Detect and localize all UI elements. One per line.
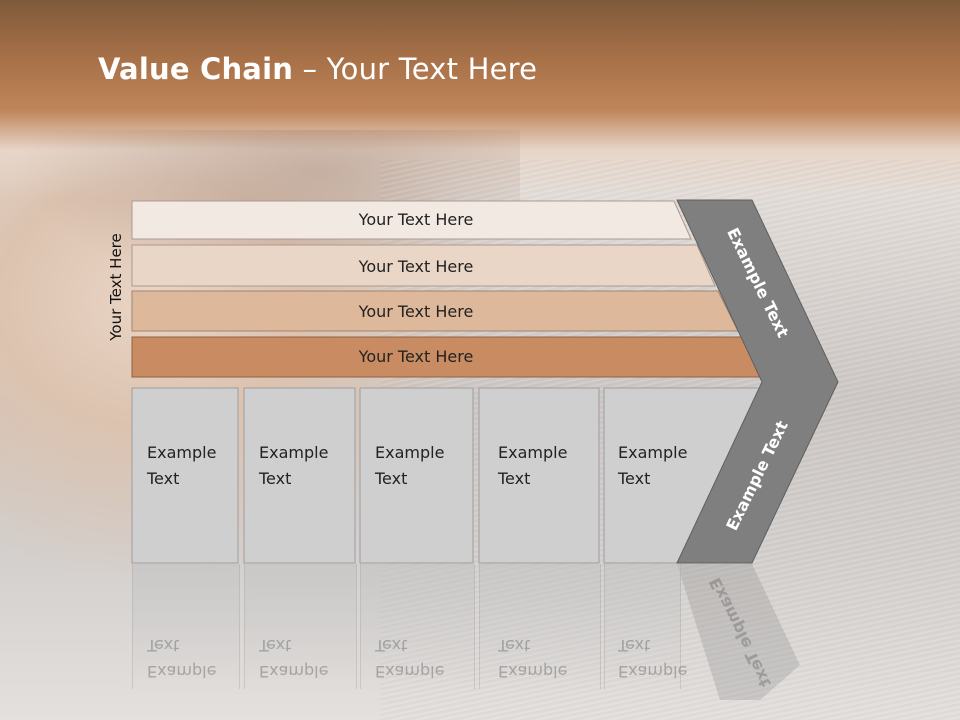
card-3 bbox=[359, 387, 474, 564]
chevron-arrow bbox=[676, 199, 839, 564]
row-3-label: Your Text Here bbox=[358, 302, 474, 321]
card-5-label: Example Text bbox=[618, 443, 688, 488]
slide-title-rest: – Your Text Here bbox=[293, 52, 538, 86]
row-1-label: Your Text Here bbox=[358, 210, 474, 229]
card-1-label: Example Text bbox=[147, 443, 217, 488]
slide-title: Value Chain – Your Text Here bbox=[98, 52, 537, 86]
row-1-shape bbox=[131, 200, 692, 240]
card-3-label: Example Text bbox=[375, 443, 445, 488]
card-1 bbox=[131, 387, 239, 564]
card-2-label: Example Text bbox=[259, 443, 329, 488]
row-4-label: Your Text Here bbox=[358, 347, 474, 366]
card-4-label: Example Text bbox=[498, 443, 568, 488]
chevron-reflection bbox=[677, 564, 800, 700]
card-4 bbox=[478, 387, 600, 564]
row-2-shape bbox=[131, 244, 716, 287]
slide-title-bold: Value Chain bbox=[98, 52, 294, 86]
card-2 bbox=[243, 387, 356, 564]
row-2-label: Your Text Here bbox=[358, 257, 474, 276]
